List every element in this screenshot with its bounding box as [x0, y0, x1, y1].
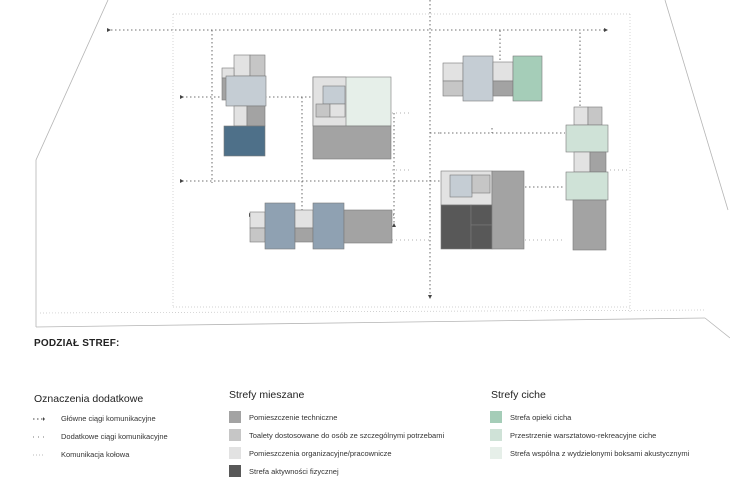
legend-activity-label: Strefa aktywności fizycznej [249, 466, 339, 476]
legend-toilets-label: Toalety dostosowane do osób ze szczególn… [249, 430, 445, 440]
mixed-title: Strefy mieszane [229, 389, 305, 401]
additional-title: Oznaczenia dodatkowe [34, 393, 144, 405]
legend-main-routes-label: Główne ciągi komunikacyjne [61, 414, 156, 423]
activity-swatch [229, 465, 241, 477]
legend-secondary-routes-label: Dodatkowe ciągi komunikacyjne [61, 432, 168, 441]
vehicle-route-swatch [33, 451, 45, 459]
quiet-title: Strefy ciche [491, 389, 546, 401]
technical-swatch [229, 411, 241, 423]
module-f [440, 170, 525, 250]
module-d [565, 106, 609, 251]
legend-secondary-routes: Dodatkowe ciągi komunikacyjne [33, 432, 168, 441]
site-boundary [35, 0, 730, 339]
vehicle-routes [39, 13, 706, 314]
legend-toilets: Toalety dostosowane do osób ze szczególn… [229, 429, 444, 441]
legend-technical: Pomieszczenie techniczne [229, 411, 337, 423]
module-b [312, 76, 392, 160]
legend-workshop-label: Przestrzenie warsztatowo-rekreacyjne cic… [510, 430, 657, 440]
legend-common: Strefa wspólna z wydzielonymi boksami ak… [490, 447, 689, 459]
secondary-routes [392, 112, 630, 241]
module-c [442, 55, 543, 102]
legend-quiet-care: Strefa opieki cicha [490, 411, 571, 423]
module-a [221, 54, 267, 157]
workshop-swatch [490, 429, 502, 441]
toilets-swatch [229, 429, 241, 441]
quiet-care-swatch [490, 411, 502, 423]
legend-quiet-care-label: Strefa opieki cicha [510, 412, 572, 422]
main-routes [107, 0, 606, 297]
main-route-swatch [33, 415, 45, 423]
legend-vehicle-routes-label: Komunikacja kołowa [61, 450, 130, 459]
common-swatch [490, 447, 502, 459]
office-swatch [229, 447, 241, 459]
legend-technical-label: Pomieszczenie techniczne [249, 412, 338, 422]
module-e [249, 202, 393, 250]
legend-activity: Strefa aktywności fizycznej [229, 465, 339, 477]
legend-main-routes: Główne ciągi komunikacyjne [33, 414, 156, 423]
legend-title: PODZIAŁ STREF: [34, 338, 120, 349]
legend-office-label: Pomieszczenia organizacyjne/pracownicze [249, 448, 392, 458]
legend-workshop: Przestrzenie warsztatowo-rekreacyjne cic… [490, 429, 656, 441]
site-plan [35, 0, 730, 339]
secondary-route-swatch [33, 433, 45, 441]
legend-vehicle-routes: Komunikacja kołowa [33, 450, 129, 459]
legend-office: Pomieszczenia organizacyjne/pracownicze [229, 447, 392, 459]
legend-common-label: Strefa wspólna z wydzielonymi boksami ak… [510, 448, 690, 458]
